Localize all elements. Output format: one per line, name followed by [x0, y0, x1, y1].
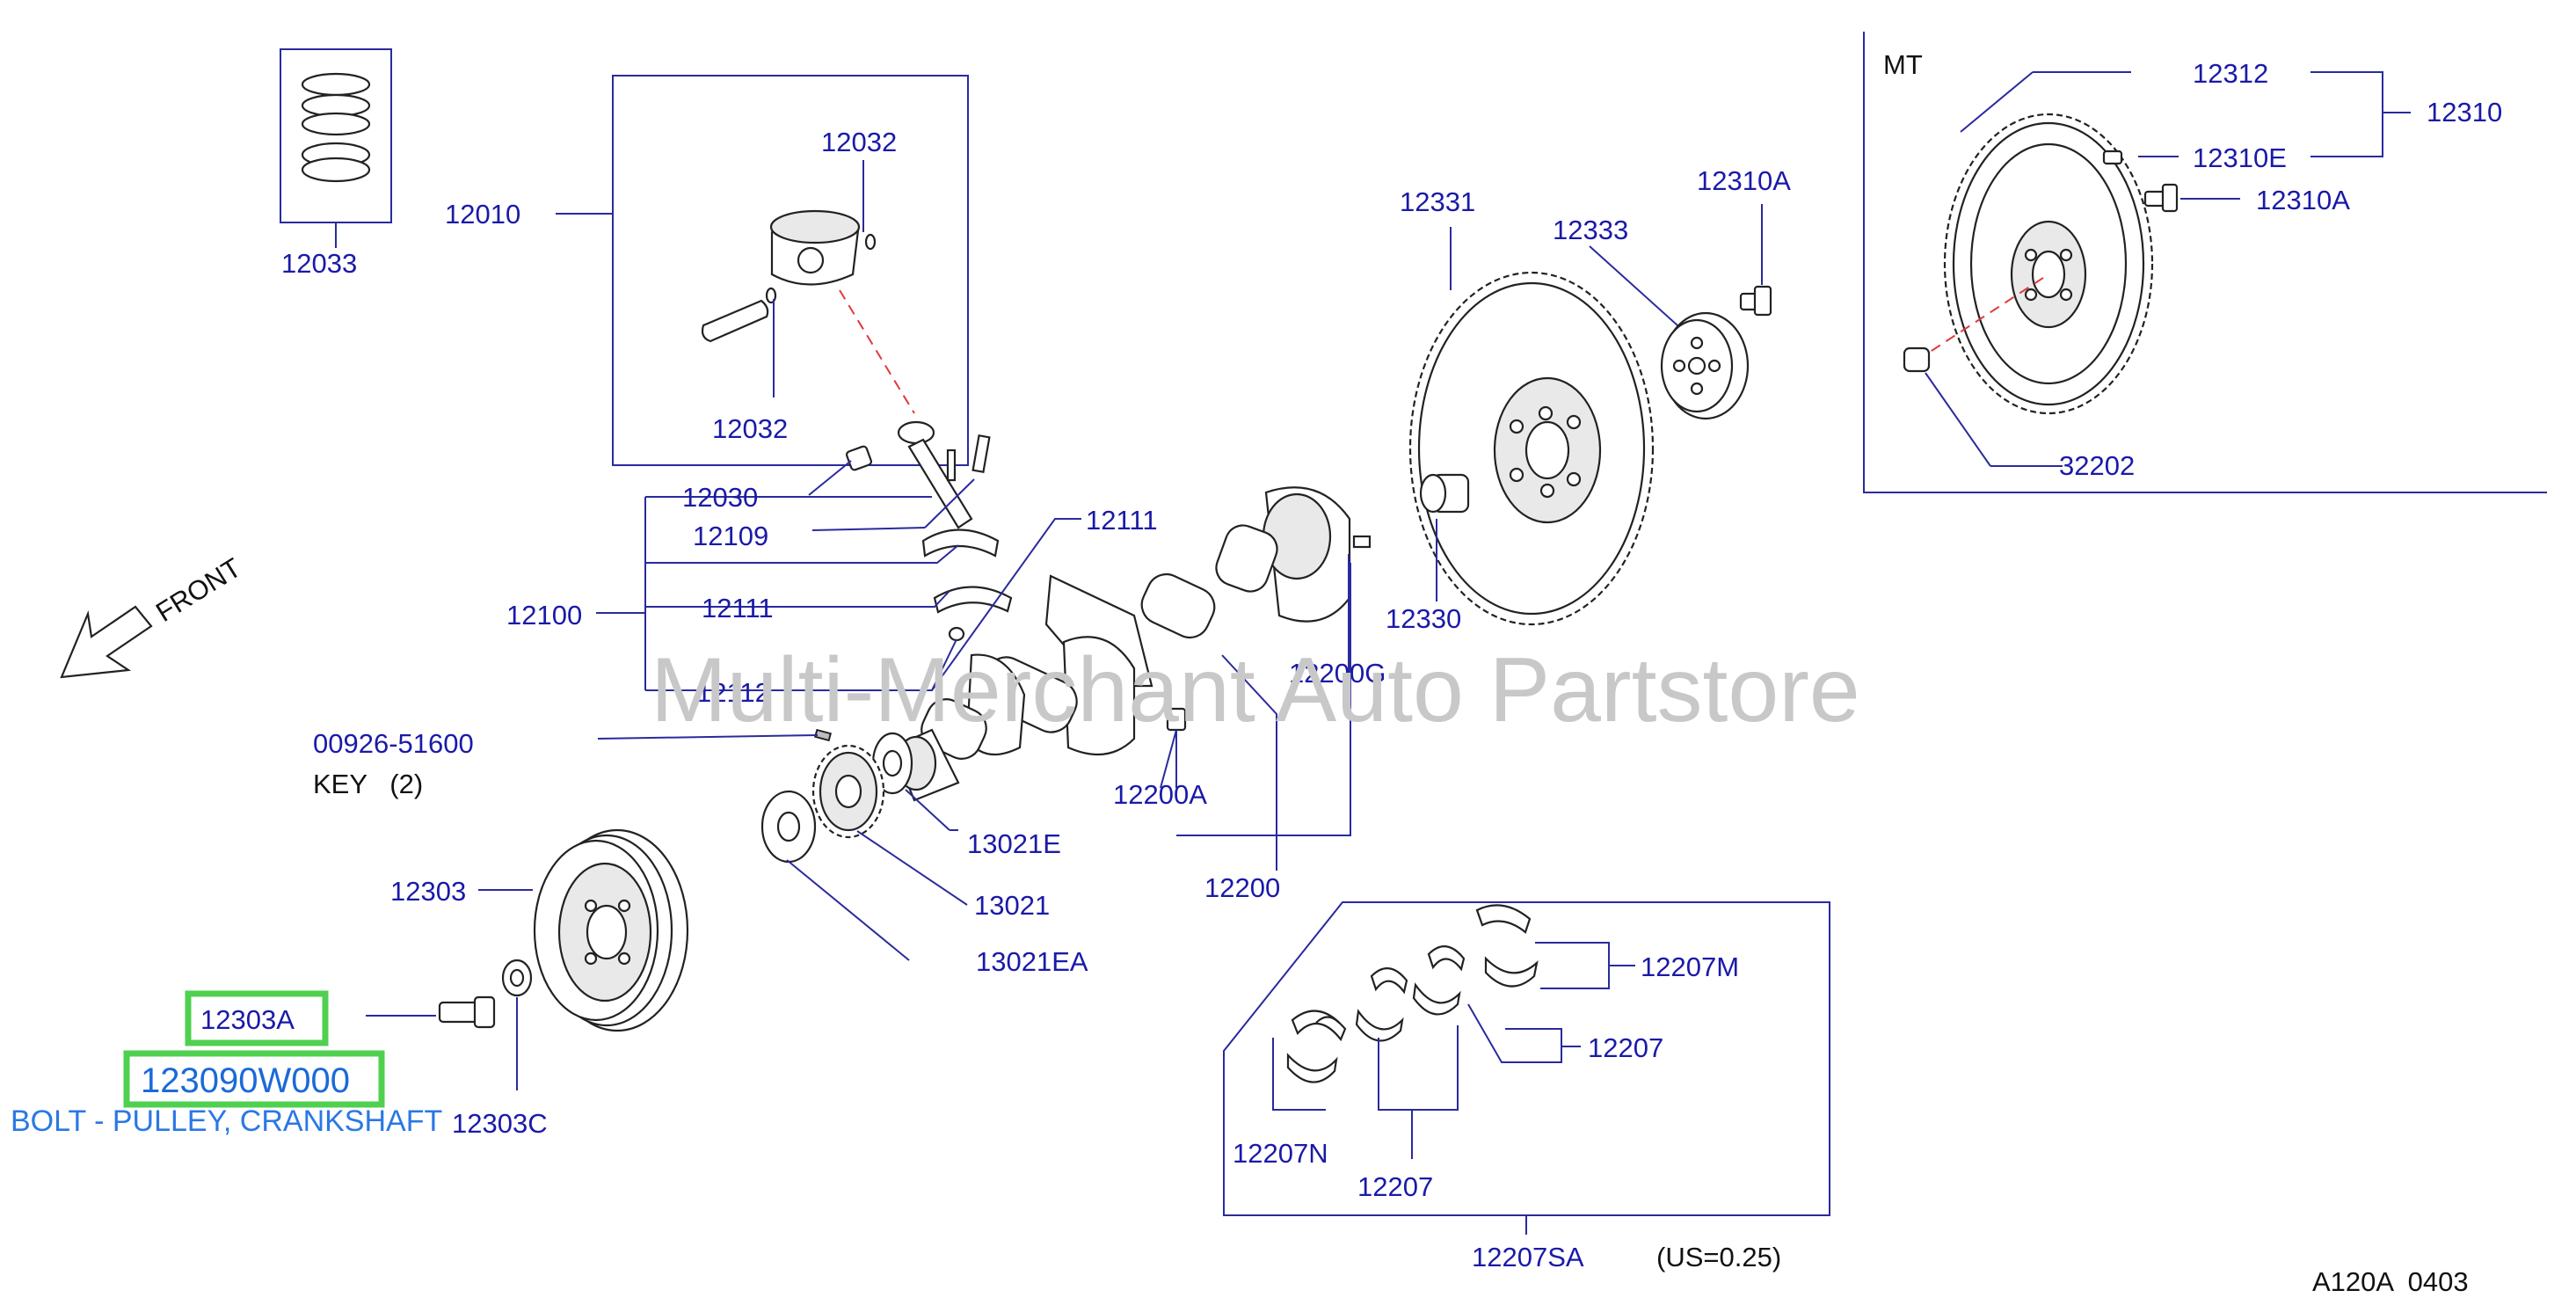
label-12310A-top[interactable]: 12310A	[1697, 165, 1791, 196]
label-key: KEY (2)	[313, 769, 423, 799]
label-12207SA[interactable]: 12207SA	[1472, 1242, 1584, 1272]
label-front: FRONT	[150, 552, 246, 628]
piston-rings-icon	[301, 72, 371, 183]
piston-to-rod-dashline	[839, 289, 915, 414]
label-12331[interactable]: 12331	[1400, 186, 1475, 217]
label-12033[interactable]: 12033	[281, 248, 357, 279]
highlight-box-number	[123, 1050, 385, 1108]
label-12207-right[interactable]: 12207	[1588, 1032, 1663, 1063]
crankshaft-pulley-icon	[533, 828, 689, 1032]
label-12112[interactable]: 12112	[696, 677, 770, 708]
leader-lines	[335, 71, 2411, 1235]
label-12207M[interactable]: 12207M	[1641, 951, 1739, 982]
label-12111-right[interactable]: 12111	[1086, 505, 1158, 536]
label-12200G[interactable]: 12200G	[1289, 658, 1386, 689]
reinforcement-plate-icon	[1660, 311, 1750, 420]
label-12310E[interactable]: 12310E	[2193, 142, 2287, 173]
label-12312[interactable]: 12312	[2193, 58, 2268, 89]
label-12310[interactable]: 12310	[2427, 97, 2502, 128]
label-12111-left[interactable]: 12111	[702, 593, 774, 623]
label-12200[interactable]: 12200	[1204, 872, 1280, 903]
label-13021[interactable]: 13021	[974, 890, 1050, 921]
mt-pilot-bushing-icon	[1903, 346, 1931, 373]
flywheel-ring-gear-icon	[1408, 271, 1655, 626]
piston-icon	[701, 209, 877, 343]
mt-dowel-icon	[2102, 149, 2123, 165]
crank-sprocket-icon	[811, 744, 885, 839]
label-12032-top[interactable]: 12032	[821, 127, 897, 157]
highlight-box-ref	[185, 990, 329, 1046]
mt-bolt-icon	[2143, 183, 2179, 213]
diagram-code: A120A 0403	[2312, 1266, 2469, 1297]
label-13021EA[interactable]: 13021EA	[976, 946, 1088, 977]
piston-box	[612, 75, 969, 466]
highlight-description: BOLT - PULLEY, CRANKSHAFT	[11, 1105, 442, 1138]
label-12032-bottom[interactable]: 12032	[712, 413, 788, 444]
label-12200A[interactable]: 12200A	[1113, 779, 1207, 810]
label-12100[interactable]: 12100	[506, 600, 582, 631]
label-undersize: (US=0.25)	[1656, 1242, 1781, 1272]
label-12010[interactable]: 12010	[445, 199, 520, 230]
label-12310A-mt[interactable]: 12310A	[2256, 185, 2350, 215]
label-13021E[interactable]: 13021E	[967, 828, 1061, 859]
label-12303[interactable]: 12303	[390, 876, 466, 907]
crankshaft-icon	[891, 486, 1372, 802]
highlight-part-ref[interactable]: 12303A	[200, 1004, 295, 1035]
watermark: Multi-Merchant Auto Partstore	[651, 639, 1860, 741]
mt-flywheel-icon	[1943, 113, 2154, 415]
label-00926-51600[interactable]: 00926-51600	[313, 728, 474, 759]
label-12207N[interactable]: 12207N	[1233, 1138, 1328, 1169]
front-arrow-icon	[60, 605, 153, 679]
label-12030[interactable]: 12030	[682, 482, 758, 513]
mt-dashline	[1916, 273, 2049, 361]
label-12333[interactable]: 12333	[1553, 215, 1628, 245]
highlight-part-number[interactable]: 123090W000	[141, 1061, 350, 1100]
label-12207-bottom[interactable]: 12207	[1357, 1171, 1433, 1202]
label-mt: MT	[1883, 49, 1923, 80]
label-12303C[interactable]: 12303C	[452, 1108, 548, 1139]
key-icon	[814, 728, 832, 742]
label-12109[interactable]: 12109	[693, 521, 768, 551]
label-32202[interactable]: 32202	[2059, 450, 2135, 481]
pulley-bolt-icon	[438, 995, 496, 1029]
mt-flywheel-box	[1863, 32, 2547, 493]
connecting-rod-icon	[845, 420, 1013, 642]
flywheel-bolt-icon	[1739, 285, 1772, 317]
label-12330[interactable]: 12330	[1386, 603, 1461, 634]
flywheel-bushing-icon	[1419, 473, 1470, 514]
main-bearing-shells-icon	[1286, 904, 1539, 1083]
